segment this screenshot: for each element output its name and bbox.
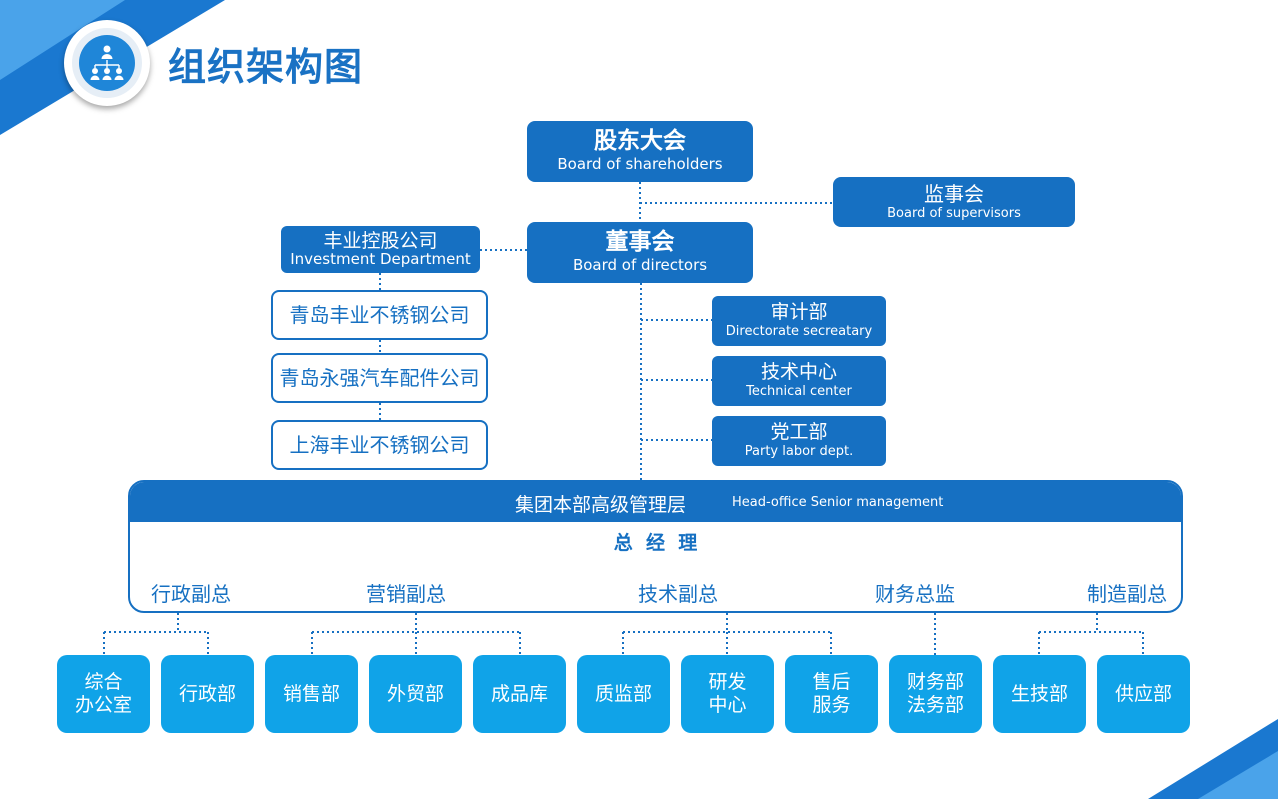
general-manager-label: 总 经 理 bbox=[613, 532, 698, 554]
senior-management-header: 集团本部高级管理层 Head-office Senior management bbox=[130, 482, 1181, 522]
directors-en: Board of directors bbox=[572, 256, 708, 274]
directors-box: 董事会 Board of directors bbox=[527, 222, 753, 283]
subsidiary-company-box: 青岛永强汽车配件公司 bbox=[271, 353, 488, 403]
staff-unit-box: 党工部 Party labor dept. bbox=[712, 416, 886, 466]
subsidiary-company-box: 上海丰业不锈钢公司 bbox=[271, 420, 488, 470]
staff-unit-cn: 审计部 bbox=[770, 301, 828, 323]
department-box: 外贸部 bbox=[369, 655, 462, 733]
vp-label: 财务总监 bbox=[875, 582, 955, 606]
senior-management-panel: 集团本部高级管理层 Head-office Senior management … bbox=[128, 480, 1183, 613]
department-box: 生技部 bbox=[993, 655, 1086, 733]
supervisors-cn: 监事会 bbox=[924, 182, 984, 206]
department-box: 行政部 bbox=[161, 655, 254, 733]
supervisors-box: 监事会 Board of supervisors bbox=[833, 177, 1075, 227]
staff-unit-box: 技术中心 Technical center bbox=[712, 356, 886, 406]
senior-management-cn: 集团本部高级管理层 bbox=[515, 494, 687, 516]
investment-dept-box: 丰业控股公司 Investment Department bbox=[281, 226, 480, 273]
investment-dept-cn: 丰业控股公司 bbox=[323, 230, 438, 252]
vp-label: 行政副总 bbox=[151, 582, 231, 606]
staff-unit-en: Technical center bbox=[746, 384, 852, 399]
senior-management-en: Head-office Senior management bbox=[732, 495, 944, 510]
page-title: 组织架构图 bbox=[168, 45, 364, 89]
directors-cn: 董事会 bbox=[605, 229, 675, 255]
department-box: 财务部法务部 bbox=[889, 655, 982, 733]
org-chart-badge bbox=[64, 20, 150, 106]
staff-unit-box: 审计部 Directorate secreatary bbox=[712, 296, 886, 346]
staff-unit-en: Party labor dept. bbox=[744, 444, 854, 459]
staff-unit-cn: 技术中心 bbox=[760, 361, 837, 383]
staff-unit-cn: 党工部 bbox=[770, 421, 828, 443]
vp-label: 技术副总 bbox=[638, 582, 718, 606]
vp-label: 制造副总 bbox=[1087, 582, 1167, 606]
corner-decoration-bottom-right-light bbox=[1198, 751, 1278, 799]
subsidiary-company-box: 青岛丰业不锈钢公司 bbox=[271, 290, 488, 340]
department-box: 销售部 bbox=[265, 655, 358, 733]
shareholders-box: 股东大会 Board of shareholders bbox=[527, 121, 753, 182]
department-box: 质监部 bbox=[577, 655, 670, 733]
department-box: 售后服务 bbox=[785, 655, 878, 733]
department-box: 研发中心 bbox=[681, 655, 774, 733]
department-box: 综合办公室 bbox=[57, 655, 150, 733]
supervisors-en: Board of supervisors bbox=[887, 206, 1021, 221]
shareholders-en: Board of shareholders bbox=[557, 155, 723, 173]
investment-dept-en: Investment Department bbox=[290, 250, 471, 268]
org-chart-icon bbox=[79, 35, 135, 91]
shareholders-cn: 股东大会 bbox=[594, 128, 686, 154]
department-box: 成品库 bbox=[473, 655, 566, 733]
department-box: 供应部 bbox=[1097, 655, 1190, 733]
vp-label: 营销副总 bbox=[366, 582, 446, 606]
staff-unit-en: Directorate secreatary bbox=[725, 324, 873, 339]
